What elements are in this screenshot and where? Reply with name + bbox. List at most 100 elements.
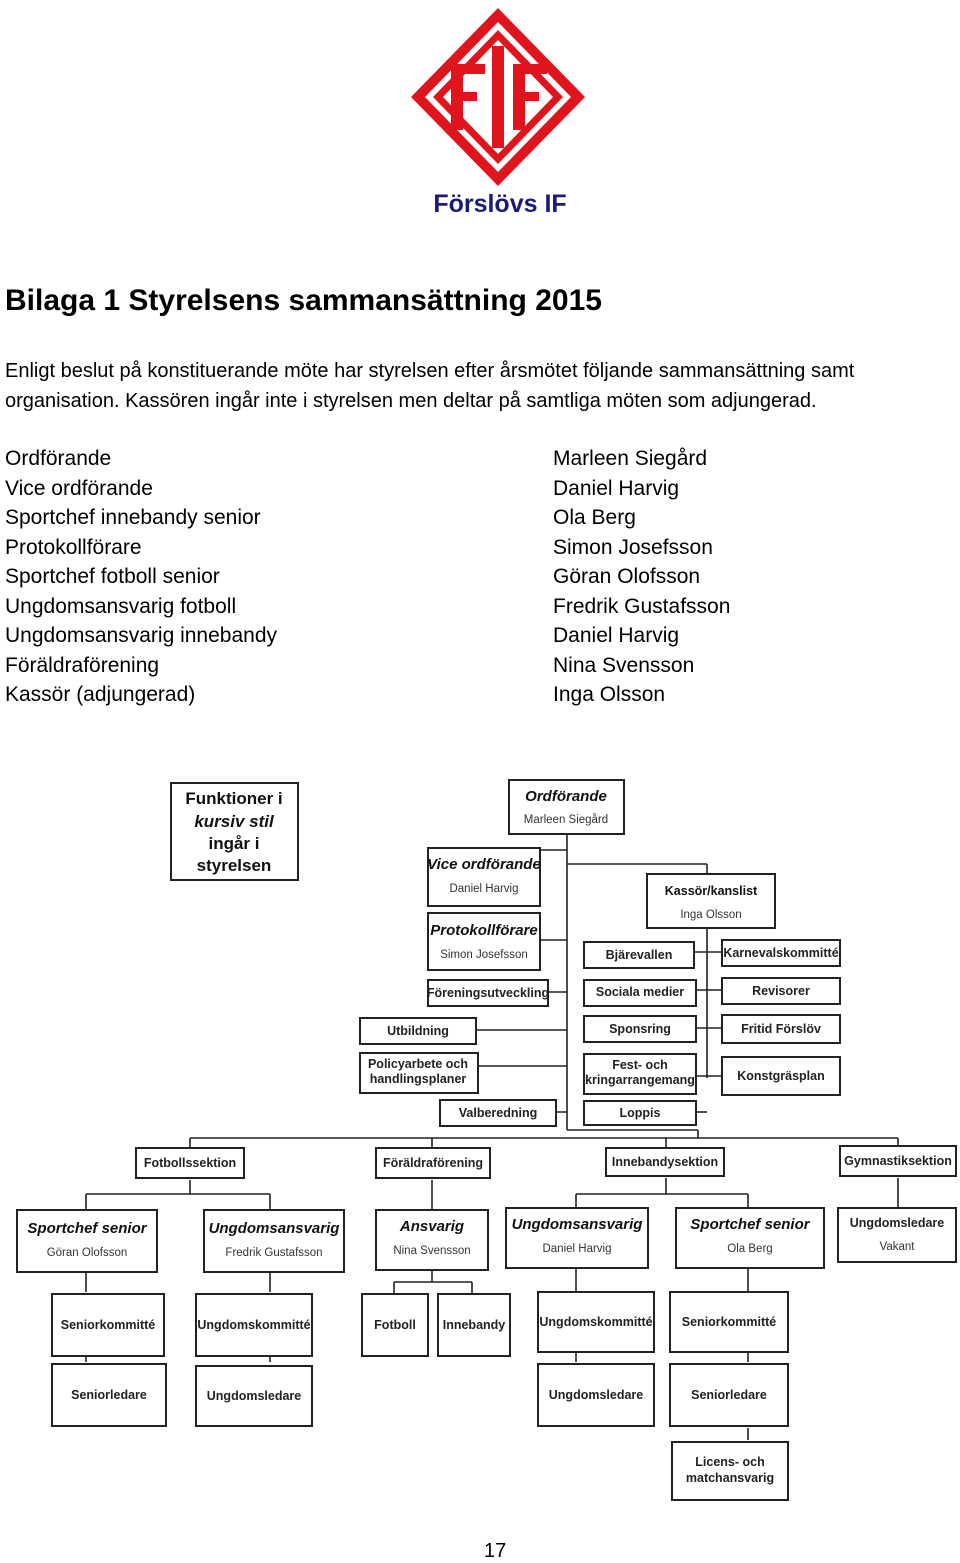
org-box-label: Ungdomsledare bbox=[549, 1388, 644, 1402]
org-box-label: Gymnastiksektion bbox=[844, 1154, 952, 1168]
org-box-label: Innebandysektion bbox=[612, 1155, 718, 1169]
org-box-licens-matchansvarig: Licens- och matchansvarig bbox=[671, 1441, 789, 1501]
org-box-innebandysektion: Innebandysektion bbox=[605, 1147, 725, 1177]
org-box-label: Seniorledare bbox=[691, 1388, 767, 1402]
org-box-title: Vice ordförande bbox=[427, 856, 541, 873]
org-box-label: Ungdomskommitté bbox=[197, 1318, 310, 1332]
org-box-title: Ungdomsansvarig bbox=[512, 1216, 643, 1233]
club-logo bbox=[411, 8, 585, 186]
board-role: Föräldraförening bbox=[5, 653, 160, 677]
board-member-name: Nina Svensson bbox=[553, 653, 695, 677]
org-box-loppis: Loppis bbox=[583, 1100, 697, 1126]
org-box-fb-ungdomsansvarig: Ungdomsansvarig Fredrik Gustafsson bbox=[203, 1209, 345, 1273]
org-box-fa-fotboll: Fotboll bbox=[361, 1293, 429, 1357]
legend-line: Funktioner i bbox=[185, 789, 282, 808]
org-box-label: handlingsplaner bbox=[370, 1072, 467, 1086]
org-box-label: Fotboll bbox=[374, 1318, 416, 1332]
board-role: Ungdomsansvarig fotboll bbox=[5, 594, 237, 618]
org-box-label: Karnevalskommitté bbox=[723, 946, 838, 960]
org-box-label: Seniorkommitté bbox=[61, 1318, 156, 1332]
org-box-label: Bjärevallen bbox=[606, 948, 673, 962]
org-box-title: Ungdomsledare bbox=[850, 1216, 945, 1230]
org-box-fritid-forslov: Fritid Förslöv bbox=[721, 1014, 841, 1044]
org-box-ib-ungdomsledare: Ungdomsledare bbox=[537, 1363, 655, 1427]
org-box-karnevalskommitte: Karnevalskommitté bbox=[721, 939, 841, 967]
org-box-ib-sportchef: Sportchef senior Ola Berg bbox=[675, 1207, 825, 1269]
board-member-name: Fredrik Gustafsson bbox=[553, 594, 731, 618]
org-box-title: Protokollförare bbox=[430, 922, 538, 939]
board-role: Vice ordförande bbox=[5, 476, 153, 500]
org-box-label: matchansvarig bbox=[686, 1471, 774, 1485]
board-role: Sportchef innebandy senior bbox=[5, 506, 261, 529]
org-box-name: Vakant bbox=[880, 1241, 916, 1253]
org-box-ordforande: Ordförande Marleen Siegård bbox=[508, 779, 625, 835]
org-box-label: Fritid Förslöv bbox=[741, 1022, 821, 1036]
board-role: Kassör (adjungerad) bbox=[5, 683, 196, 706]
org-box-revisorer: Revisorer bbox=[721, 977, 841, 1005]
org-box-title: Ungdomsansvarig bbox=[209, 1220, 340, 1237]
org-box-fa-ansvarig: Ansvarig Nina Svensson bbox=[375, 1209, 489, 1271]
org-box-foraldraforening: Föräldraförening bbox=[375, 1147, 491, 1179]
board-member-name: Daniel Harvig bbox=[553, 624, 680, 647]
org-box-label: Ungdomskommitté bbox=[539, 1315, 652, 1329]
legend-line: kursiv stil bbox=[194, 812, 275, 831]
org-box-fa-innebandy: Innebandy bbox=[437, 1293, 511, 1357]
org-box-title: Ordförande bbox=[525, 788, 607, 805]
org-box-ib-seniorledare: Seniorledare bbox=[669, 1363, 789, 1427]
org-box-fb-ungdomsledare: Ungdomsledare bbox=[195, 1365, 313, 1427]
org-box-label: Valberedning bbox=[459, 1106, 538, 1120]
org-box-label: Policyarbete och bbox=[368, 1057, 468, 1071]
org-box-label: Konstgräsplan bbox=[737, 1069, 825, 1083]
org-box-title: Sportchef senior bbox=[27, 1220, 147, 1237]
org-box-sponsring: Sponsring bbox=[583, 1015, 697, 1043]
org-box-fb-seniorkommitte: Seniorkommitté bbox=[51, 1293, 165, 1357]
page-number: 17 bbox=[484, 1540, 507, 1562]
org-box-label: Fest- och bbox=[612, 1058, 668, 1072]
org-box-name: Nina Svensson bbox=[393, 1245, 470, 1257]
org-box-name: Ola Berg bbox=[727, 1243, 772, 1255]
org-box-utbildning: Utbildning bbox=[359, 1017, 477, 1045]
intro-paragraph: Enligt beslut på konstituerande möte har… bbox=[5, 360, 855, 412]
org-box-name: Marleen Siegård bbox=[524, 814, 608, 826]
org-box-kassor: Kassör/kanslist Inga Olsson bbox=[646, 873, 776, 929]
board-role: Sportchef fotboll senior bbox=[5, 565, 220, 588]
org-box-label: Seniorkommitté bbox=[682, 1315, 777, 1329]
org-box-label: kringarrangemang bbox=[585, 1073, 695, 1087]
board-member-name: Göran Olofsson bbox=[553, 565, 701, 588]
org-box-title: Ansvarig bbox=[399, 1218, 464, 1235]
club-name: Förslövs IF bbox=[433, 190, 567, 218]
org-box-fest: Fest- och kringarrangemang bbox=[583, 1053, 697, 1095]
board-member-name: Inga Olsson bbox=[553, 683, 666, 706]
org-box-sociala-medier: Sociala medier bbox=[583, 979, 697, 1007]
org-box-label: Sponsring bbox=[609, 1022, 671, 1036]
board-roles-list: Ordförande Vice ordförande Sportchef inn… bbox=[5, 444, 277, 710]
org-box-protokollforare: Protokollförare Simon Josefsson bbox=[427, 912, 541, 971]
board-member-name: Marleen Siegård bbox=[553, 447, 708, 470]
board-member-name: Daniel Harvig bbox=[553, 476, 680, 500]
org-legend: Funktioner i kursiv stil ingår i styrels… bbox=[170, 782, 299, 881]
org-box-label: Loppis bbox=[620, 1106, 661, 1120]
org-connectors bbox=[85, 824, 899, 1440]
org-box-ib-ungdomskommitte: Ungdomskommitté bbox=[537, 1291, 655, 1353]
org-box-name: Daniel Harvig bbox=[542, 1243, 611, 1255]
org-box-name: Inga Olsson bbox=[680, 909, 741, 921]
board-member-name: Simon Josefsson bbox=[553, 535, 713, 559]
org-box-label: Innebandy bbox=[443, 1318, 506, 1332]
board-role: Ungdomsansvarig innebandy bbox=[5, 624, 278, 647]
org-box-title: Sportchef senior bbox=[690, 1216, 810, 1233]
org-box-label: Sociala medier bbox=[596, 985, 684, 999]
org-box-name: Fredrik Gustafsson bbox=[225, 1247, 322, 1259]
page-title: Bilaga 1 Styrelsens sammansättning 2015 bbox=[5, 284, 602, 317]
org-box-policyarbete: Policyarbete och handlingsplaner bbox=[359, 1052, 479, 1094]
org-box-label: Föreningsutveckling bbox=[427, 986, 549, 1000]
org-box-label: Utbildning bbox=[387, 1024, 449, 1038]
org-box-label: Ungdomsledare bbox=[207, 1389, 302, 1403]
organisation-chart: Funktioner i kursiv stil ingår i styrels… bbox=[16, 779, 957, 1501]
board-names-list: Marleen Siegård Daniel Harvig Ola Berg S… bbox=[553, 444, 730, 710]
org-box-name: Göran Olofsson bbox=[47, 1247, 128, 1259]
org-box-fb-sportchef: Sportchef senior Göran Olofsson bbox=[16, 1209, 158, 1273]
org-box-gy-ungdomsledare: Ungdomsledare Vakant bbox=[837, 1207, 957, 1263]
org-box-label: Föräldraförening bbox=[383, 1156, 483, 1170]
org-box-gymnastiksektion: Gymnastiksektion bbox=[839, 1145, 957, 1177]
org-box-foreningsutveckling: Föreningsutveckling bbox=[427, 979, 549, 1007]
